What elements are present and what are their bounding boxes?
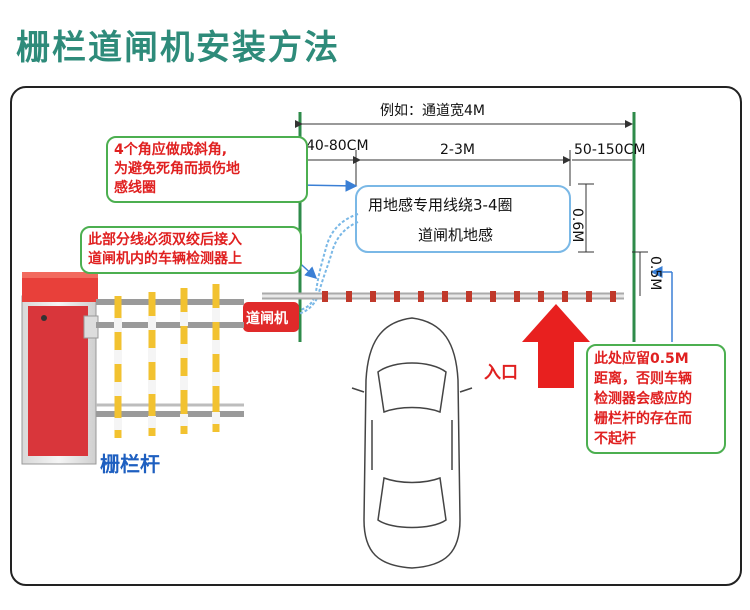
dim-right-label: 50-150CM bbox=[574, 142, 646, 158]
distance-note-line-5: 不起杆 bbox=[594, 431, 636, 447]
dim-vertical-1-label: 0.6M bbox=[569, 208, 585, 243]
distance-note-line-4: 栅栏杆的存在而 bbox=[594, 411, 692, 427]
gate-machine-label: 道闸机 bbox=[246, 311, 288, 327]
fence-boom bbox=[96, 284, 244, 438]
corner-note-line-3: 感线圈 bbox=[114, 180, 156, 196]
entrance-arrow bbox=[522, 304, 590, 388]
entrance-label: 入口 bbox=[484, 363, 518, 383]
distance-note-line-1: 此处应留0.5M bbox=[594, 351, 689, 367]
corner-note-line-1: 4个角应做成斜角, bbox=[114, 142, 228, 158]
dim-vertical-2-label: 0.5M bbox=[647, 256, 663, 291]
gate-machine-box bbox=[243, 302, 299, 332]
fence-label: 栅栏杆 bbox=[100, 452, 160, 476]
loop-text-1: 用地感专用线绕3-4圈 bbox=[368, 196, 513, 214]
barrier-cabinet bbox=[21, 272, 99, 465]
corner-note-line-2: 为避免死角而损伤地 bbox=[114, 161, 240, 177]
boom-stripes bbox=[322, 291, 616, 302]
car-outline bbox=[351, 317, 473, 569]
page-title: 栅栏道闸机安装方法 bbox=[16, 28, 340, 68]
twisted-wire bbox=[299, 213, 359, 311]
dim-mid-label: 2-3M bbox=[440, 142, 475, 158]
corner-note: 4个角应做成斜角, 为避免死角而损伤地 感线圈 bbox=[106, 136, 308, 203]
distance-note: 此处应留0.5M 距离，否则车辆 检测器会感应的 栅栏杆的存在而 不起杆 bbox=[586, 344, 726, 454]
loop-text-2: 道闸机地感 bbox=[418, 226, 494, 244]
distance-note-line-2: 距离，否则车辆 bbox=[594, 371, 692, 387]
twisted-wire-2 bbox=[297, 221, 359, 315]
twist-note-line-2: 道闸机内的车辆检测器上 bbox=[88, 251, 242, 267]
twist-note: 此部分线必须双绞后接入 道闸机内的车辆检测器上 bbox=[80, 226, 302, 274]
dim-left-label: 40-80CM bbox=[306, 138, 369, 154]
twist-note-line-1: 此部分线必须双绞后接入 bbox=[88, 232, 242, 248]
distance-note-line-3: 检测器会感应的 bbox=[594, 391, 692, 407]
ground-loop bbox=[355, 185, 571, 253]
example-width-label: 例如：通道宽4M bbox=[380, 103, 485, 119]
